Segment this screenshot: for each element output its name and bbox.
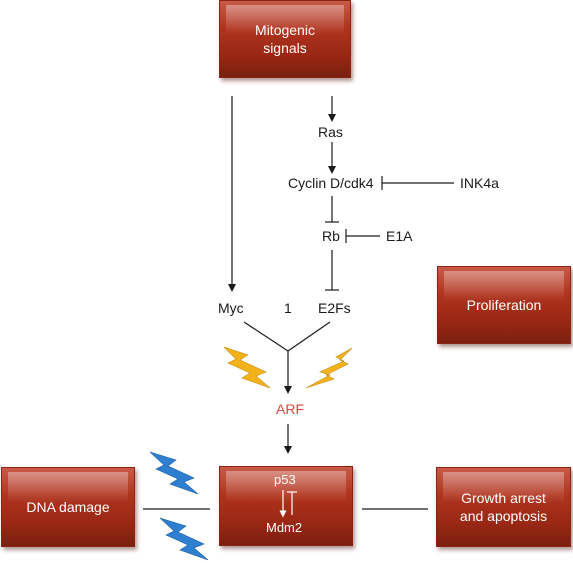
proliferation-label: Proliferation [466,297,542,313]
rb-label: Rb [322,228,340,244]
one-label: 1 [284,300,292,316]
proliferation-box: Proliferation [437,266,571,344]
lightning-right-icon [305,347,353,389]
e1a-inhibition [345,229,380,243]
mitogenic-signals-label: Mitogenic signals [255,22,315,56]
dna-damage-label: DNA damage [26,499,110,515]
growth-arrest-box: Growth arrest and apoptosis [436,467,571,547]
myc-e2fs-convergence [243,321,331,394]
p53-mdm2-box [219,466,353,546]
rb-to-e2fs-inhibition [325,250,339,291]
lightning-blue-bottom-icon [159,517,209,561]
e2fs-label: E2Fs [318,300,351,316]
e1a-label: E1A [386,228,413,244]
cyclin-d-cdk4-label: Cyclin D/cdk4 [288,175,374,191]
dna-damage-box: DNA damage [1,467,135,547]
ras-label: Ras [318,124,343,140]
cyclin-to-rb-inhibition [325,196,339,223]
p53-label: p53 [274,472,296,487]
arf-label: ARF [276,401,304,417]
mitogenic-signals-box: Mitogenic signals [219,0,351,78]
ink4a-inhibition [381,176,454,190]
myc-label: Myc [218,300,244,316]
lightning-left-icon [223,346,271,389]
mdm2-label: Mdm2 [266,520,303,535]
growth-arrest-label: Growth arrest and apoptosis [459,490,548,524]
lightning-blue-top-icon [149,451,199,495]
ink4a-label: INK4a [460,175,499,191]
